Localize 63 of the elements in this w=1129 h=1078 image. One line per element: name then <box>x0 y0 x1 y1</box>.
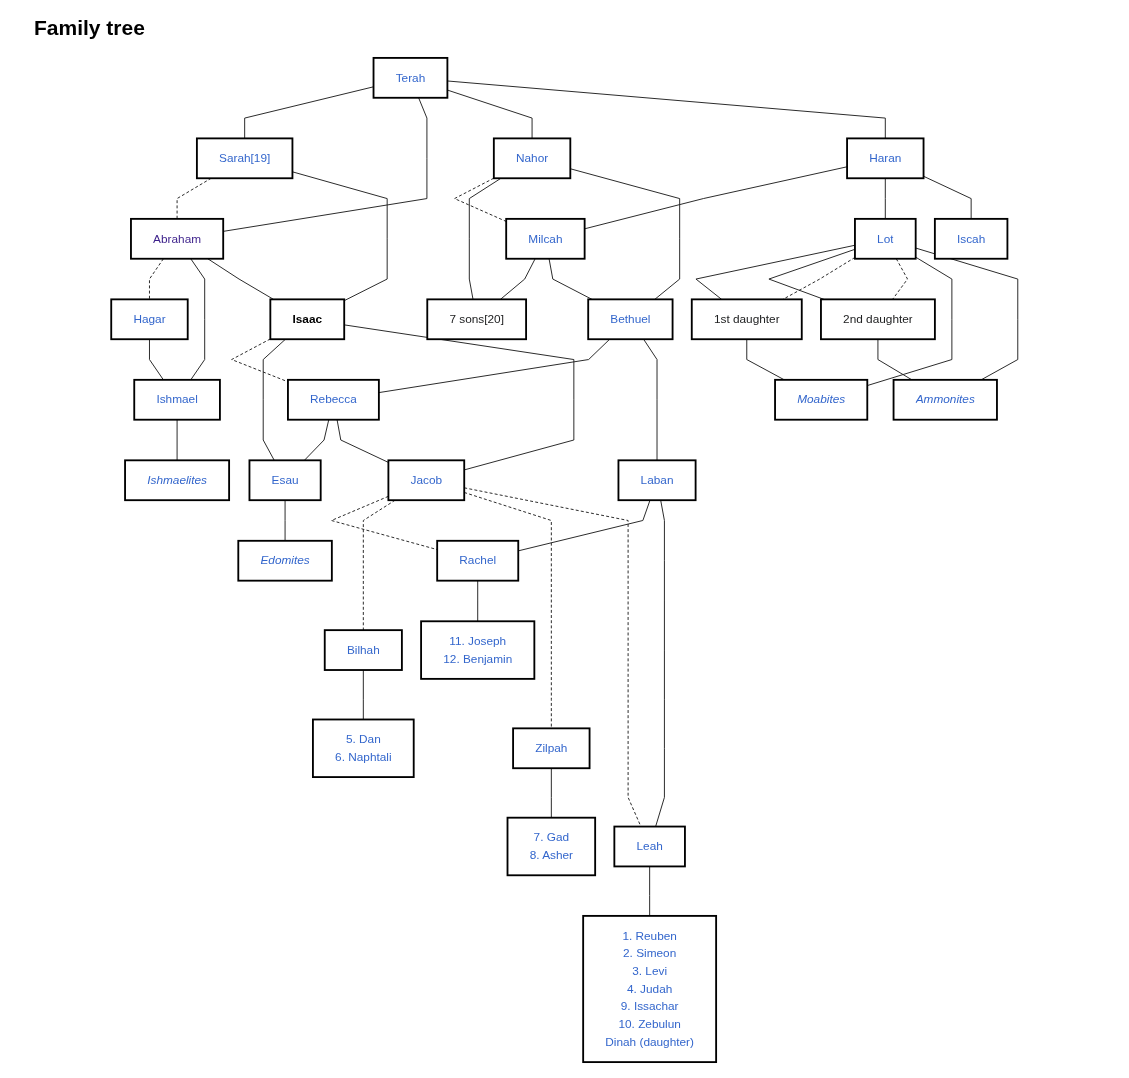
node-box: 11. Joseph 12. Benjamin <box>420 620 536 680</box>
connector <box>330 495 438 551</box>
node-box: Jacob <box>387 459 466 502</box>
connector <box>643 338 658 461</box>
connector <box>877 338 913 381</box>
node-box: Iscah <box>933 217 1009 260</box>
connector <box>149 338 164 381</box>
node-box: Isaac <box>269 298 346 341</box>
node-box: Bilhah <box>323 629 403 671</box>
node-box: Zilpah <box>512 727 591 770</box>
connector <box>378 338 611 394</box>
connector <box>190 258 206 381</box>
connector <box>584 166 848 230</box>
connector <box>500 258 536 300</box>
node-box: Ishmaelites <box>124 459 231 502</box>
connector <box>336 419 389 463</box>
node-box: Laban <box>617 459 697 502</box>
node-box: Terah <box>372 57 449 99</box>
node-box: Hagar <box>110 298 189 341</box>
connector <box>915 247 1019 381</box>
connector <box>477 580 479 622</box>
connector <box>695 244 856 300</box>
connector <box>284 499 286 542</box>
node-box: Abraham <box>130 217 225 260</box>
node-box: Moabites <box>774 378 869 421</box>
node-box: Ishmael <box>133 378 221 421</box>
node-box: Ammonites <box>892 378 998 421</box>
node-box: Milcah <box>505 217 586 260</box>
connector <box>262 338 286 461</box>
node-box: 7. Gad 8. Asher <box>506 816 597 877</box>
node-box: Leah <box>613 825 686 868</box>
connector <box>649 865 651 917</box>
node-box: 5. Dan 6. Naphtali <box>312 718 415 778</box>
connector <box>884 177 886 220</box>
connector <box>746 338 785 381</box>
connector <box>655 499 665 828</box>
connector <box>303 419 330 461</box>
connector <box>782 256 856 300</box>
connector <box>149 258 164 300</box>
connector <box>468 177 502 300</box>
connector <box>923 175 972 220</box>
node-box: 2nd daughter <box>820 298 936 341</box>
diagram-title: Family tree <box>34 16 145 40</box>
node-box: Haran <box>846 137 925 180</box>
node-box: Sarah[19] <box>195 137 294 180</box>
connector <box>768 248 856 300</box>
connector <box>176 177 212 220</box>
connector <box>244 86 374 139</box>
node-box: Esau <box>248 459 322 502</box>
connector <box>176 419 178 461</box>
node-box: Edomites <box>237 539 333 582</box>
connector <box>362 669 364 720</box>
node-box: Bethuel <box>587 298 674 341</box>
node-box: Nahor <box>492 137 572 180</box>
node-box: Lot <box>854 217 917 260</box>
connector <box>550 767 552 819</box>
node-box: 1st daughter <box>690 298 803 341</box>
connector <box>548 258 593 300</box>
node-box: 1. Reuben 2. Simeon 3. Levi 4. Judah 9. Issachar 10. Zebulun Dinah (daughter) <box>582 914 718 1063</box>
node-box: 7 sons[20] <box>426 298 527 341</box>
node-box: Rachel <box>436 539 520 582</box>
node-box: Rebecca <box>287 378 380 421</box>
connector <box>207 258 274 300</box>
